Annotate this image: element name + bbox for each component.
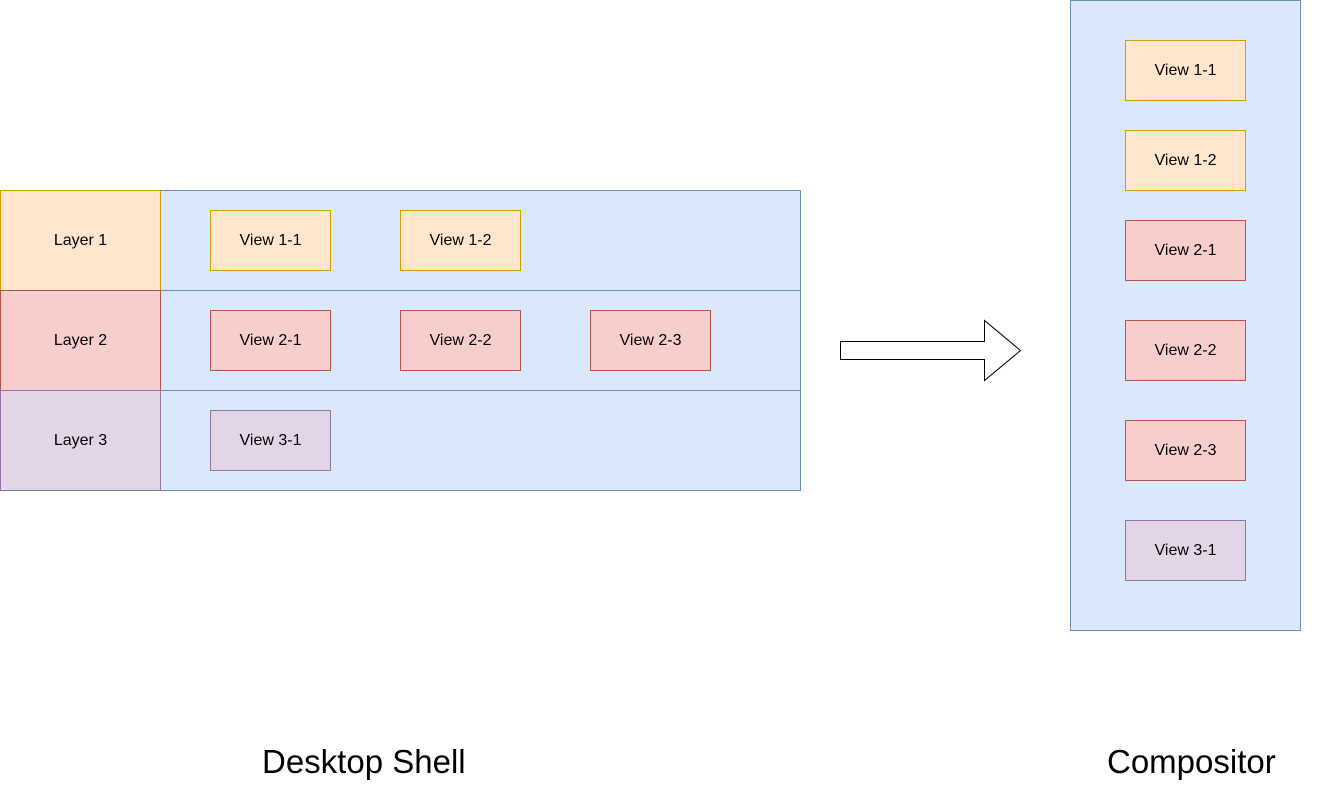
layer-1-label: Layer 1 bbox=[0, 190, 161, 291]
compositor-view-3-1: View 3-1 bbox=[1125, 520, 1246, 581]
shell-view-1-2: View 1-2 bbox=[400, 210, 521, 271]
shell-view-1-1: View 1-1 bbox=[210, 210, 331, 271]
compositor-view-2-3: View 2-3 bbox=[1125, 420, 1246, 481]
compositor-caption: Compositor bbox=[1107, 743, 1276, 780]
arrow-right-icon bbox=[840, 319, 1022, 382]
compositor-view-1-2: View 1-2 bbox=[1125, 130, 1246, 191]
shell-view-2-1: View 2-1 bbox=[210, 310, 331, 371]
compositor-view-2-2: View 2-2 bbox=[1125, 320, 1246, 381]
compositor-view-1-1: View 1-1 bbox=[1125, 40, 1246, 101]
shell-view-2-2: View 2-2 bbox=[400, 310, 521, 371]
desktop-shell-caption: Desktop Shell bbox=[262, 743, 466, 780]
compositor-view-2-1: View 2-1 bbox=[1125, 220, 1246, 281]
shell-view-3-1: View 3-1 bbox=[210, 410, 331, 471]
shell-view-2-3: View 2-3 bbox=[590, 310, 711, 371]
layer-3-label: Layer 3 bbox=[0, 390, 161, 491]
